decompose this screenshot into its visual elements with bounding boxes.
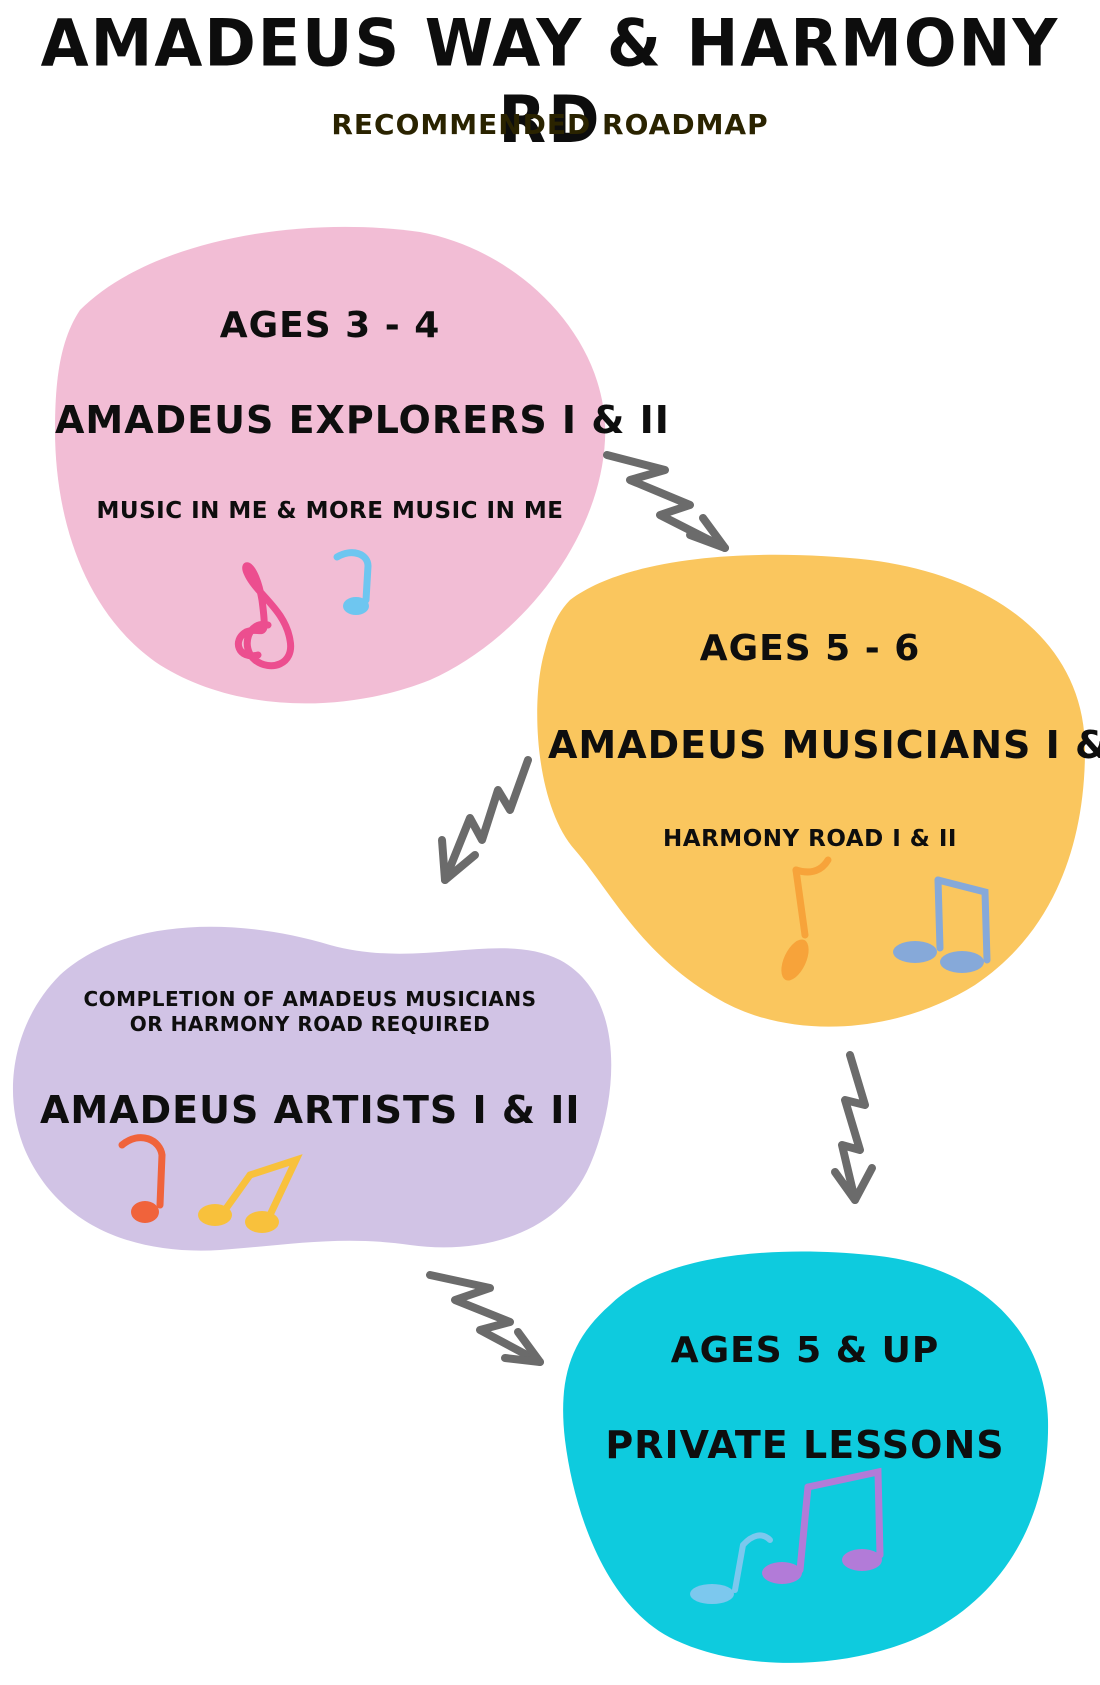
private-lessons-blob (563, 1251, 1049, 1663)
musicians-ages: AGES 5 - 6 (699, 628, 921, 669)
artists-requirement-line2: OR HARMONY ROAD REQUIRED (129, 1012, 491, 1036)
beamed-notes-icon (893, 876, 991, 973)
explorers-program: AMADEUS EXPLORERS I & II (55, 398, 670, 442)
private-program: PRIVATE LESSONS (605, 1423, 1005, 1467)
arrow-musicians-to-private (831, 1051, 876, 1204)
eighth-note-icon (333, 549, 372, 615)
musicians-blob (537, 554, 1085, 1027)
page-subtitle: RECOMMENDED ROADMAP (331, 108, 769, 141)
private-ages: AGES 5 & UP (670, 1330, 940, 1371)
explorers-detail: MUSIC IN ME & MORE MUSIC IN ME (96, 498, 564, 524)
arrow-musicians-to-artists (438, 756, 532, 884)
page-title: AMADEUS WAY & HARMONY RD (40, 4, 1060, 158)
treble-clef-icon (234, 562, 295, 670)
musicians-detail: HARMONY ROAD I & II (663, 826, 957, 852)
eighth-note-icon (690, 1532, 773, 1604)
explorers-blob (55, 226, 606, 704)
artists-requirement-line1: COMPLETION OF AMADEUS MUSICIANS (83, 987, 537, 1011)
quarter-note-icon (781, 856, 832, 981)
musicians-program: AMADEUS MUSICIANS I & II (548, 723, 1100, 767)
eighth-note-icon (118, 1134, 166, 1223)
beamed-notes-icon (762, 1467, 884, 1584)
artists-program: AMADEUS ARTISTS I & II (40, 1088, 581, 1132)
explorers-ages: AGES 3 - 4 (219, 305, 441, 346)
arrow-explorers-to-musicians (603, 451, 729, 552)
beamed-notes-icon (198, 1154, 303, 1233)
arrow-artists-to-private (426, 1271, 544, 1366)
